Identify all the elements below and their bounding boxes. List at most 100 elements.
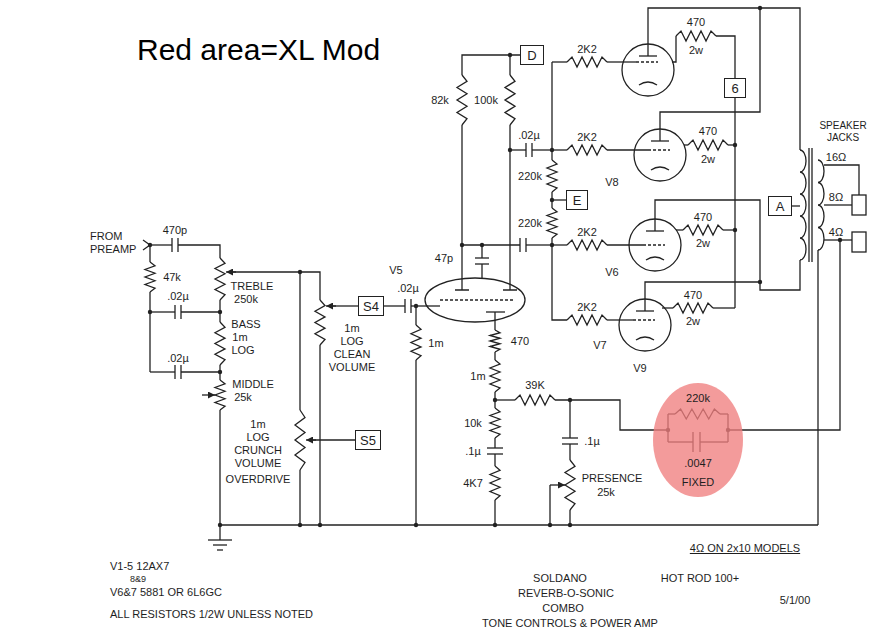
node-text: FIXED [682, 476, 714, 489]
capacitor-symbol [487, 453, 503, 454]
junction-dot [733, 228, 737, 232]
wire [552, 61, 567, 62]
tube-envelope [425, 278, 525, 322]
wire [792, 205, 800, 206]
wire [555, 400, 668, 430]
resistor-symbol [315, 300, 325, 345]
node-text: D [527, 48, 536, 63]
potentiometer-wiper [202, 394, 215, 395]
component-label: .02µ [167, 352, 189, 365]
connector-box: 6 [724, 78, 746, 98]
transformer-core [809, 148, 812, 262]
junction-dot [148, 310, 152, 314]
component-label: 470 [511, 335, 529, 348]
resistor-symbol [673, 303, 713, 313]
component-label: 10k [464, 417, 482, 430]
wire [494, 438, 495, 448]
wire [526, 244, 552, 245]
component-label: SPEAKER JACKS [814, 120, 872, 144]
resistor-symbol [565, 460, 575, 510]
capacitor-symbol [519, 238, 520, 252]
component-label: 4Ω ON 2x10 MODELS [690, 542, 800, 555]
tube-envelope [622, 44, 674, 96]
component-label: 16Ω [826, 151, 846, 164]
wire [817, 250, 818, 525]
node-text: E [573, 193, 582, 208]
wire [569, 444, 570, 460]
component-label: 2w [701, 153, 715, 166]
tube-plate [636, 310, 654, 311]
wires [143, 8, 859, 550]
capacitor-symbol [174, 305, 175, 319]
component-label: PRESENCE [582, 472, 643, 485]
connector-box: A [768, 196, 792, 216]
node-text: A [776, 199, 785, 214]
potentiometer-wiper [306, 439, 316, 440]
tube-envelope [629, 219, 681, 271]
node-text: 220k [686, 392, 710, 405]
wire [319, 345, 320, 525]
resistor-symbol [688, 140, 728, 150]
tube-cathode [636, 337, 654, 340]
tube-envelope [619, 299, 671, 351]
capacitors [172, 143, 700, 454]
component-label: 470p [163, 224, 187, 237]
tube-grid [648, 149, 670, 150]
component-label: .02µ [518, 129, 540, 142]
wire [299, 272, 300, 410]
component-label: 1m [428, 337, 443, 350]
tube-grid [643, 244, 665, 245]
component-label: V5 [389, 264, 402, 277]
component-label: 47k [163, 271, 181, 284]
node-text: .0047 [684, 457, 712, 470]
resistor-symbol [457, 75, 467, 125]
component-label: BASS [231, 318, 260, 331]
tube-cathode [639, 82, 657, 85]
resistor-symbol [567, 240, 607, 250]
wire [713, 307, 735, 308]
resistor-symbol [505, 75, 515, 125]
resistor-symbol [411, 325, 421, 360]
component-label: V6 [605, 266, 618, 279]
resistors [145, 31, 728, 510]
tube-cathode [651, 167, 669, 170]
resistor-symbol [490, 330, 500, 352]
resistor-symbol [547, 160, 557, 192]
node-text: S5 [360, 433, 376, 448]
component-label: 2K2 [577, 131, 597, 144]
component-label: 1m [344, 322, 359, 335]
wire [219, 410, 220, 540]
component-label: 2w [689, 44, 703, 57]
component-label: SOLDANO [533, 572, 587, 585]
component-label: FROM PREAMP [90, 230, 142, 256]
component-label: V8 [605, 176, 618, 189]
component-label: CLEAN [334, 348, 371, 361]
node-text: 6 [731, 81, 738, 96]
component-label: 470 [699, 125, 717, 138]
component-label: ALL RESISTORS 1/2W UNLESS NOTED [110, 608, 313, 621]
wire [494, 312, 495, 330]
wire [384, 305, 405, 306]
component-label: V9 [633, 362, 646, 375]
mod-highlight-ellipse: 220k .0047FIXED [652, 382, 744, 498]
junction-dot [568, 398, 572, 402]
tube-grid [440, 299, 515, 300]
wire [552, 244, 567, 245]
component-label: LOG [231, 344, 254, 357]
component-label: .1µ [584, 435, 600, 448]
junction-dot [318, 523, 322, 527]
resistor-symbol [215, 322, 225, 365]
resistor-symbol [295, 410, 305, 470]
component-label: 47p [435, 252, 453, 265]
node-text: S4 [363, 299, 379, 314]
tube-grid [636, 61, 658, 62]
junction-dot [460, 243, 464, 247]
component-label: 220k [518, 170, 542, 183]
wire [149, 292, 150, 372]
junction-dot [298, 270, 302, 274]
resistor-symbol [145, 262, 155, 292]
capacitor-symbol [174, 365, 175, 379]
junction-dot [218, 370, 222, 374]
wire [824, 204, 852, 205]
